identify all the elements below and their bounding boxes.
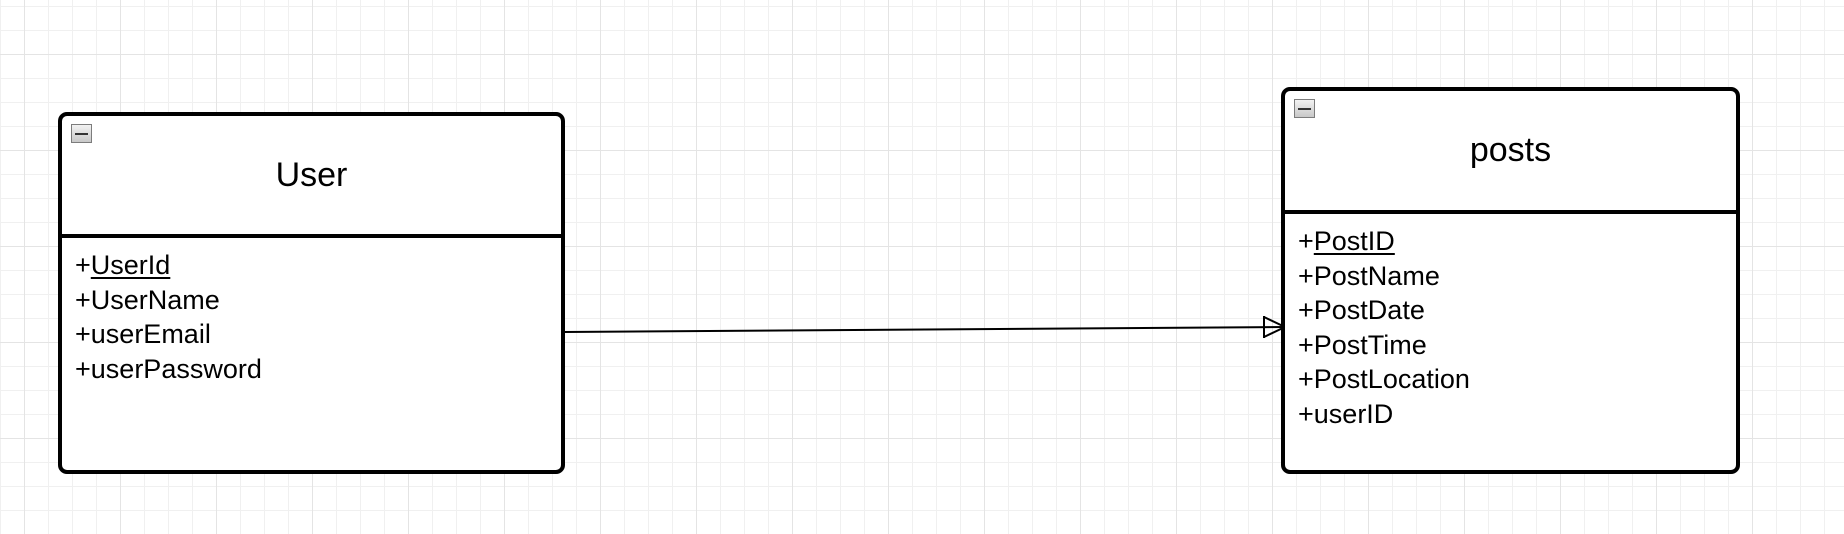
attribute-prefix: + <box>1298 329 1314 360</box>
attribute-name: UserName <box>90 284 220 315</box>
attribute-prefix: + <box>1298 295 1314 325</box>
entity-header: User <box>62 116 561 238</box>
attribute-name: userPassword <box>90 353 262 384</box>
attribute-row[interactable]: +PostDate <box>1298 293 1736 328</box>
entity-user[interactable]: User +UserId +UserName +userEmail +userP… <box>58 112 565 474</box>
entity-header: posts <box>1285 91 1736 214</box>
attribute-row[interactable]: +UserId <box>75 248 561 283</box>
attribute-prefix: + <box>1298 226 1314 256</box>
collapse-icon[interactable] <box>71 124 92 143</box>
collapse-icon[interactable] <box>1294 99 1315 118</box>
attribute-name: userEmail <box>90 319 211 349</box>
attribute-name: PostName <box>1313 260 1440 291</box>
attribute-prefix: + <box>75 319 91 349</box>
primary-key-attribute: PostID <box>1313 226 1395 256</box>
attribute-row[interactable]: +PostLocation <box>1298 362 1736 397</box>
entity-title: posts <box>1469 131 1552 169</box>
attribute-name: PostTime <box>1313 329 1427 360</box>
attribute-prefix: + <box>75 353 91 384</box>
attribute-name: userID <box>1313 398 1394 429</box>
attribute-list: +PostID +PostName +PostDate +PostTime +P… <box>1285 214 1736 431</box>
attribute-row[interactable]: +userPassword <box>75 352 561 387</box>
entity-posts[interactable]: posts +PostID +PostName +PostDate +PostT… <box>1281 87 1740 474</box>
relationship-line[interactable] <box>563 326 1286 333</box>
attribute-list: +UserId +UserName +userEmail +userPasswo… <box>62 238 561 386</box>
entity-title: User <box>275 155 348 194</box>
attribute-prefix: + <box>1298 260 1314 291</box>
attribute-row[interactable]: +PostName <box>1298 259 1736 294</box>
attribute-prefix: + <box>75 284 91 315</box>
attribute-row[interactable]: +userID <box>1298 397 1736 432</box>
attribute-row[interactable]: +UserName <box>75 283 561 318</box>
primary-key-attribute: UserId <box>90 250 171 280</box>
attribute-name: PostDate <box>1313 295 1425 325</box>
attribute-prefix: + <box>1298 398 1314 429</box>
attribute-row[interactable]: +PostTime <box>1298 328 1736 363</box>
attribute-row[interactable]: +userEmail <box>75 317 561 352</box>
attribute-prefix: + <box>75 250 91 280</box>
attribute-row[interactable]: +PostID <box>1298 224 1736 259</box>
attribute-prefix: + <box>1298 364 1314 394</box>
attribute-name: PostLocation <box>1313 364 1470 394</box>
